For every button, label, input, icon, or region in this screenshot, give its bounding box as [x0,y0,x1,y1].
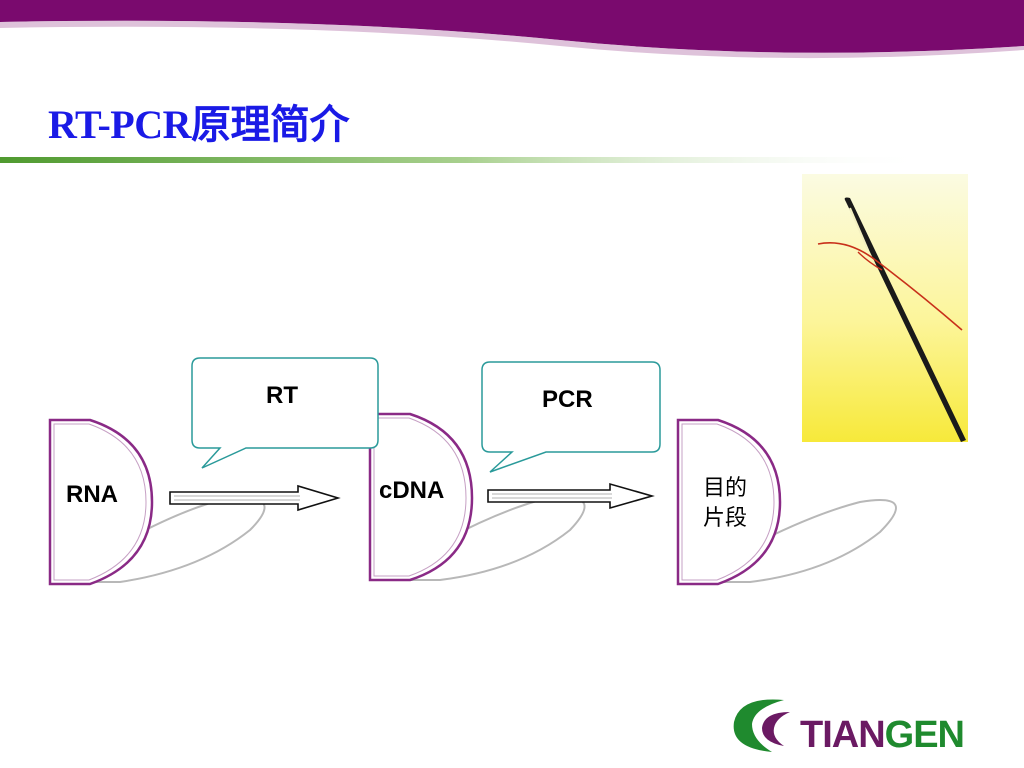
slide-title: RT-PCR原理简介 [48,102,350,147]
logo-text-tian: TIAN [800,714,886,756]
cdna-node-shape [368,412,474,582]
rt-callout [191,357,379,469]
logo-text-gen: GEN [884,714,965,756]
tiangen-logo-text: TIANGEN [800,714,965,757]
target-fragment-label: 目的 片段 [690,474,760,534]
top-band [0,0,1024,53]
cdna-label: cDNA [379,477,445,504]
title-divider [0,157,930,163]
tiangen-logo-mark [733,699,790,752]
pcr-callout [481,361,661,473]
rt-callout-label: RT [266,382,298,409]
arrow-cdna-to-target [487,482,655,510]
top-band-highlight [0,20,1024,59]
target-label-line1: 目的 [702,476,747,501]
rna-label: RNA [66,481,118,508]
pcr-callout-label: PCR [542,386,593,413]
rna-node-shape [48,418,154,586]
needle-thread-image [802,174,968,442]
arrow-rna-to-cdna [169,484,341,512]
target-node-shape [676,418,782,586]
target-label-line2: 片段 [702,506,747,531]
